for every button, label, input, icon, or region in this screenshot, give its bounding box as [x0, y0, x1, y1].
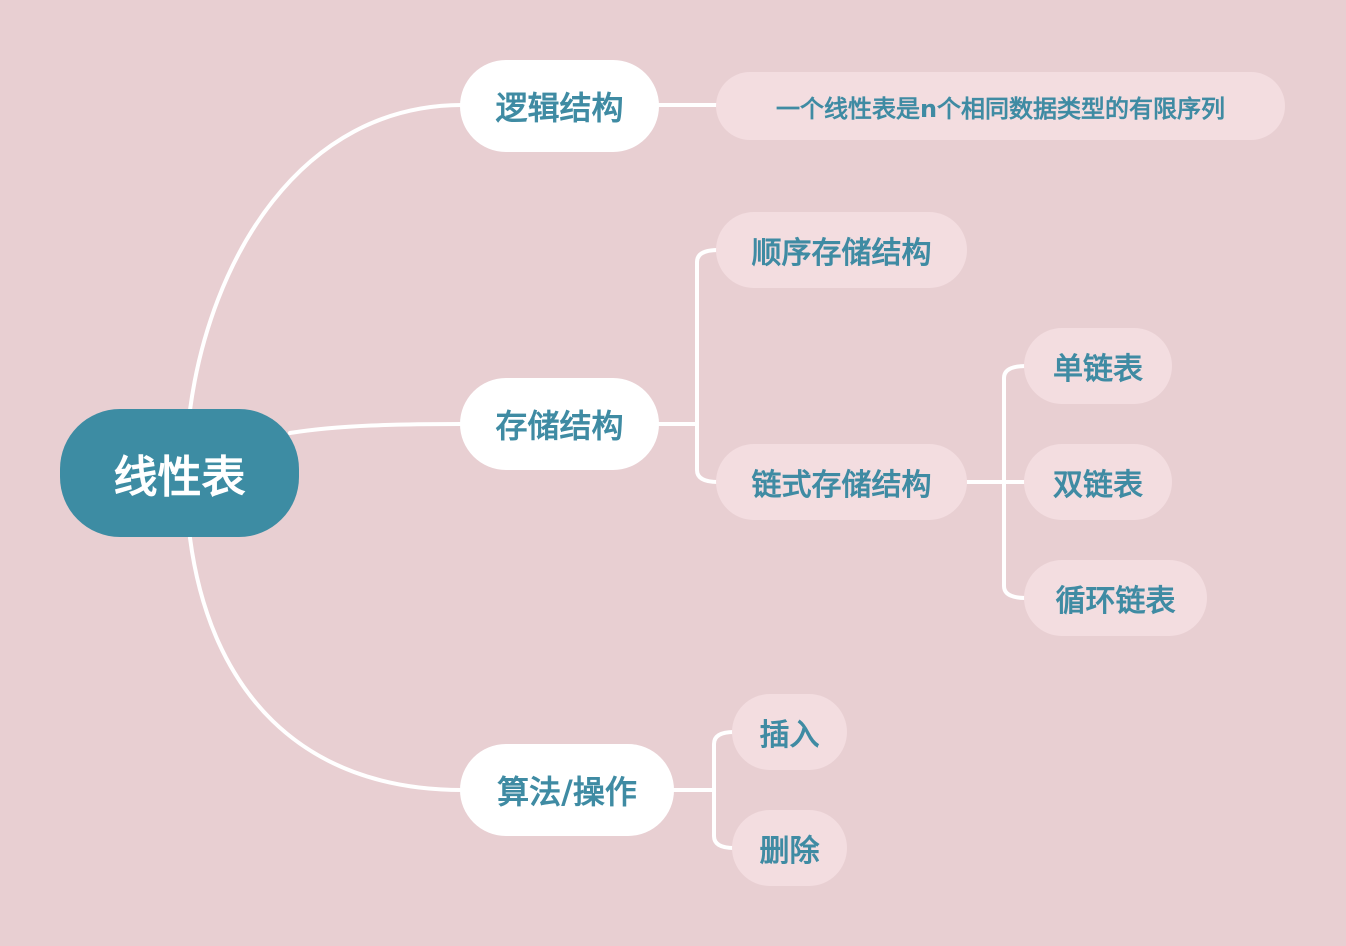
connector-root-logic: [188, 103, 464, 412]
node-delete[interactable]: 删除: [732, 810, 847, 886]
node-doubly-linked-list[interactable]: 双链表: [1024, 444, 1172, 520]
connector-linked-bracket: [964, 364, 1028, 600]
node-circular-linked-list[interactable]: 循环链表: [1024, 560, 1207, 636]
node-logic-definition[interactable]: 一个线性表是n个相同数据类型的有限序列: [716, 72, 1285, 140]
node-linked-storage[interactable]: 链式存储结构: [716, 444, 967, 520]
node-singly-linked-list[interactable]: 单链表: [1024, 328, 1172, 404]
branch-logic-structure[interactable]: 逻辑结构: [460, 60, 659, 152]
connector-algorithm-bracket: [670, 730, 736, 850]
connector-root-storage: [288, 422, 464, 435]
branch-algorithm-operation[interactable]: 算法/操作: [460, 744, 674, 836]
node-sequential-storage[interactable]: 顺序存储结构: [716, 212, 967, 288]
connector-storage-bracket: [656, 248, 720, 484]
root-node[interactable]: 线性表: [60, 409, 299, 537]
node-insert[interactable]: 插入: [732, 694, 847, 770]
branch-storage-structure[interactable]: 存储结构: [460, 378, 659, 470]
connector-root-algorithm: [188, 536, 464, 792]
